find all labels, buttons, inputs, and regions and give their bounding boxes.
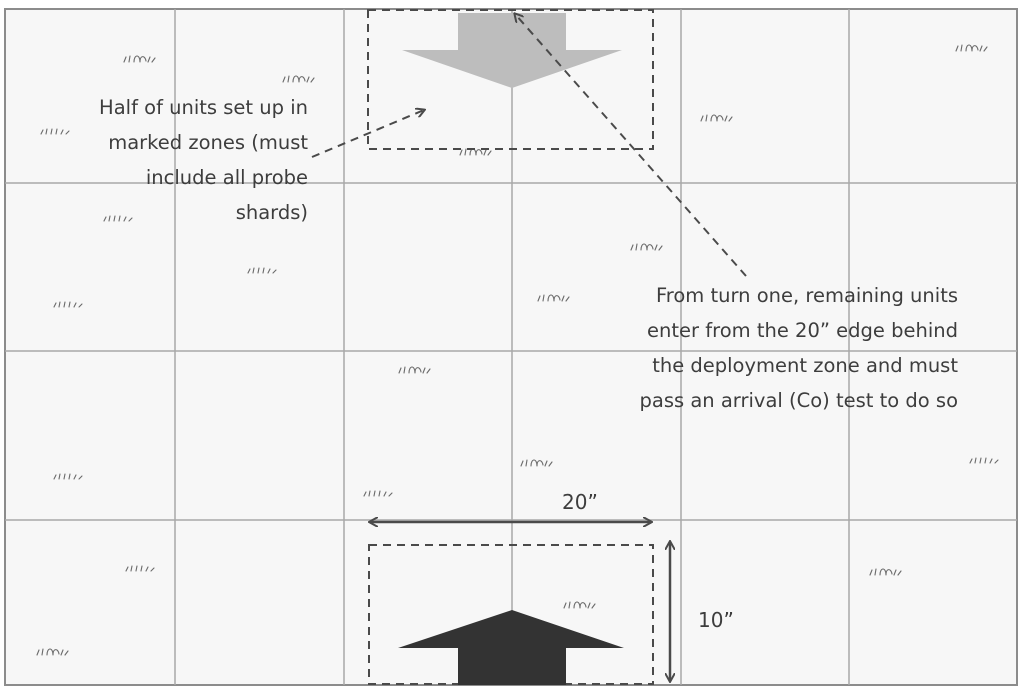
grass-tuft-icon bbox=[869, 568, 902, 576]
grass-tuft-icon bbox=[630, 243, 663, 251]
player-deployment-arrow-icon bbox=[398, 610, 624, 685]
half-units-note-line: marked zones (must bbox=[108, 131, 308, 154]
grass-tuft-icon bbox=[123, 55, 156, 63]
reserves-note-line: enter from the 20” edge behind bbox=[647, 319, 958, 342]
grass-tuft-icon bbox=[53, 301, 83, 308]
half-units-callout-arrow bbox=[311, 110, 424, 158]
enemy-deployment-arrow-icon bbox=[402, 13, 622, 88]
grass-tuft-icon bbox=[520, 459, 553, 467]
grass-tuft-icon bbox=[969, 457, 999, 464]
grass-tuft-icon bbox=[125, 565, 155, 572]
grass-tuft-icon bbox=[36, 648, 69, 656]
half-units-note: Half of units set up in marked zones (mu… bbox=[99, 90, 308, 230]
grass-tufts bbox=[36, 44, 999, 656]
enemy-deployment-zone bbox=[367, 9, 654, 150]
half-units-note-line: shards) bbox=[235, 201, 308, 224]
grass-tuft-icon bbox=[282, 75, 315, 83]
grass-tuft-icon bbox=[53, 473, 83, 480]
reserves-note-line: pass an arrival (Co) test to do so bbox=[639, 389, 959, 412]
grass-tuft-icon bbox=[103, 215, 133, 222]
grass-tuft-icon bbox=[563, 601, 596, 609]
half-units-note-line: include all probe bbox=[145, 166, 308, 189]
grass-tuft-icon bbox=[247, 267, 277, 274]
grass-tuft-icon bbox=[40, 128, 70, 135]
reserves-note-line: the deployment zone and must bbox=[652, 354, 958, 377]
width-dimension-label: 20” bbox=[562, 490, 598, 514]
reserves-note: From turn one, remaining units enter fro… bbox=[640, 278, 959, 418]
grass-tuft-icon bbox=[537, 294, 570, 302]
grass-tuft-icon bbox=[363, 490, 393, 497]
depth-dimension-label: 10” bbox=[698, 608, 734, 632]
grass-tuft-icon bbox=[700, 114, 733, 122]
grass-tuft-icon bbox=[955, 44, 988, 52]
reserves-note-line: From turn one, remaining units bbox=[655, 284, 958, 307]
half-units-note-line: Half of units set up in bbox=[99, 96, 308, 119]
reserves-callout-arrow bbox=[515, 14, 747, 277]
grass-tuft-icon bbox=[398, 366, 431, 374]
